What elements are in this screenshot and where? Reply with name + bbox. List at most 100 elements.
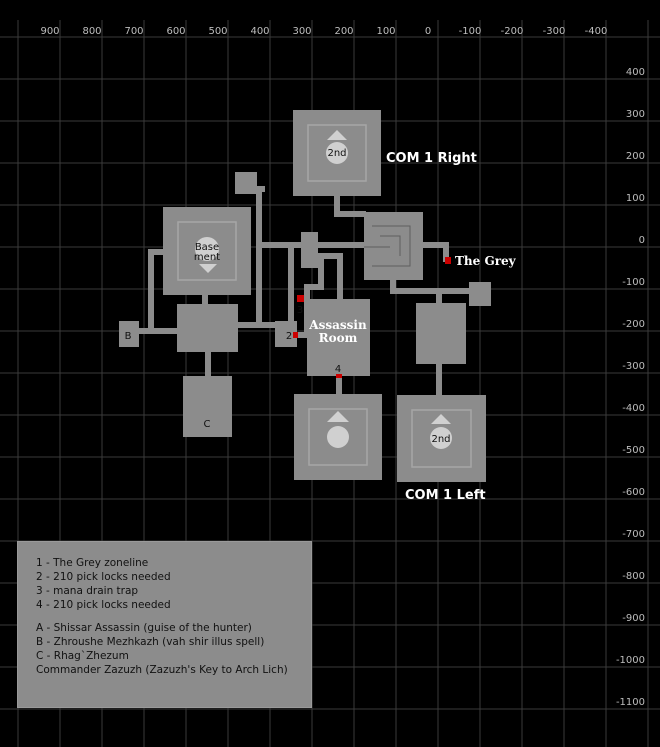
- y-scale-label: -100: [622, 277, 645, 288]
- marker-2-label: 2: [286, 331, 292, 342]
- com1-left-label: COM 1 Left: [405, 488, 486, 503]
- com1-right-label: COM 1 Right: [386, 151, 477, 166]
- marker-3-label: 3: [297, 305, 303, 316]
- y-scale-label: -500: [622, 445, 645, 456]
- basement-label: Base: [195, 242, 219, 253]
- corridor: [436, 294, 442, 304]
- room-c: [183, 376, 232, 437]
- south-east-room: [416, 303, 466, 364]
- corridor: [390, 278, 396, 294]
- y-scale-label: -800: [622, 571, 645, 582]
- basement-circle-icon: [195, 237, 219, 261]
- lower-room-inner: [308, 408, 368, 466]
- corridor: [288, 248, 294, 322]
- x-scale-label: 600: [166, 26, 185, 37]
- corridor: [337, 253, 343, 299]
- locked-door-marker: [336, 374, 342, 378]
- corridor: [205, 351, 211, 377]
- corridor: [443, 242, 449, 262]
- zoneline-marker: [445, 257, 451, 264]
- room-b-label: B: [125, 331, 132, 342]
- x-scale-label: 200: [334, 26, 353, 37]
- small-room: [235, 172, 257, 194]
- y-scale-label: 200: [626, 151, 645, 162]
- y-scale-label: 300: [626, 109, 645, 120]
- corridor: [318, 253, 324, 288]
- corridor: [390, 288, 470, 294]
- corridor: [202, 294, 208, 306]
- corridor: [422, 242, 448, 248]
- y-scale-label: -700: [622, 529, 645, 540]
- corridor: [256, 186, 265, 192]
- down-arrow-icon: [199, 264, 217, 273]
- corridor: [334, 195, 340, 211]
- y-scale-label: 400: [626, 67, 645, 78]
- com1-right-inner: [307, 124, 367, 182]
- y-scale-label: -600: [622, 487, 645, 498]
- assassin-room-label: Room: [319, 331, 358, 345]
- east-room: [469, 282, 491, 306]
- legend-item: B - Zhroushe Mezhkazh (vah shir illus sp…: [36, 636, 265, 648]
- x-scale-label: 500: [208, 26, 227, 37]
- legend-item: C - Rhag`Zhezum: [36, 650, 129, 662]
- y-scale-label: -1000: [616, 655, 645, 666]
- stairs-circle-icon: [326, 142, 348, 164]
- corridor: [304, 284, 324, 290]
- x-scale-label: -400: [585, 26, 608, 37]
- x-scale-label: 400: [250, 26, 269, 37]
- assassin-room-label: Assassin: [308, 318, 367, 332]
- second-floor-label: 2nd: [327, 148, 346, 159]
- corridor: [318, 253, 343, 259]
- legend-item: 2 - 210 pick locks needed: [36, 571, 171, 583]
- entrance-room: [364, 212, 423, 280]
- up-arrow-icon: [431, 414, 451, 424]
- room-b: [119, 321, 139, 347]
- corridor: [317, 242, 365, 248]
- y-coordinate-scale: 400 300 200 100 0 -100 -200 -300 -400 -500 -600 -70…: [616, 67, 645, 708]
- stairs-circle-icon: [430, 427, 452, 449]
- basement-inner: [177, 221, 237, 281]
- x-scale-label: -100: [459, 26, 482, 37]
- legend-item: 3 - mana drain trap: [36, 585, 139, 597]
- x-scale-label: -300: [543, 26, 566, 37]
- room-c-label: C: [204, 419, 211, 430]
- map-legend: 1 - The Grey zoneline 2 - 210 pick locks…: [17, 541, 312, 708]
- junction-room: [301, 232, 318, 268]
- corridor: [295, 332, 308, 338]
- corridor: [334, 211, 366, 217]
- y-scale-label: -400: [622, 403, 645, 414]
- corridor: [256, 186, 262, 326]
- x-scale-label: 700: [124, 26, 143, 37]
- corridor: [138, 328, 178, 334]
- y-scale-label: -200: [622, 319, 645, 330]
- y-scale-label: 0: [639, 235, 645, 246]
- locked-door-marker: [293, 332, 298, 338]
- corridor: [148, 249, 154, 334]
- y-scale-label: 100: [626, 193, 645, 204]
- assassin-room: [307, 299, 370, 376]
- entrance-room-detail: [364, 225, 411, 267]
- door-room: [275, 321, 297, 347]
- corridor: [336, 375, 342, 395]
- x-scale-label: 800: [82, 26, 101, 37]
- mana-drain-trap-marker: [297, 295, 304, 302]
- y-scale-label: -1100: [616, 697, 645, 708]
- hub-room: [177, 304, 238, 352]
- x-scale-label: 900: [40, 26, 59, 37]
- up-arrow-icon: [327, 411, 349, 422]
- y-scale-label: -300: [622, 361, 645, 372]
- legend-item: 1 - The Grey zoneline: [36, 557, 149, 569]
- legend-item: A - Shissar Assassin (guise of the hunte…: [36, 622, 252, 634]
- the-grey-label: The Grey: [455, 254, 517, 268]
- x-scale-label: 100: [376, 26, 395, 37]
- x-scale-label: 300: [292, 26, 311, 37]
- legend-item: Commander Zazuzh (Zazuzh's Key to Arch L…: [36, 664, 288, 676]
- corridor: [436, 363, 442, 396]
- corridor: [148, 249, 165, 255]
- x-scale-label: -200: [501, 26, 524, 37]
- com1-left-inner: [411, 409, 472, 468]
- basement-label: ment: [194, 252, 220, 263]
- marker-4-label: 4: [335, 364, 341, 375]
- stairs-circle-icon: [327, 426, 349, 448]
